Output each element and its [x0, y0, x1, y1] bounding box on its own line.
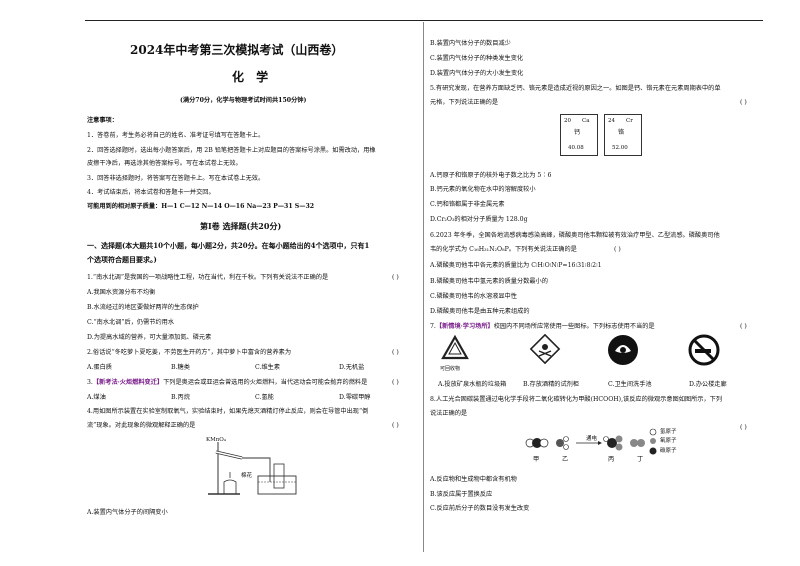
q5-stem: 元格，下列说法正确的是 — [430, 99, 499, 106]
q4-option-c: C.装置内气体分子的种类发生变化 — [430, 55, 524, 62]
q7-stem-line: 7.【新情境·学习场所】校园内不同场所应常使用一些图标。下列标志使用不当的是 — [430, 323, 655, 331]
figure-label-reagent: KMnO₄ — [206, 437, 226, 443]
q4-stem: 4.用如图所示装置在实验室制取氧气，实验结束时，如果先熄灭酒精灯停止反应，则会在… — [87, 408, 369, 415]
q6-option-b: B.磷酸奥司他韦中氢元素的质量分数最小的 — [430, 278, 548, 285]
reaction-diagram — [525, 435, 645, 451]
q6-option-d: D.磷酸奥司他韦是由五种元素组成的 — [430, 308, 530, 315]
cell-symbol: Ca — [582, 118, 590, 124]
atom-legend-icons — [649, 428, 657, 455]
q7-option-d: D.办公楼走廊 — [689, 381, 727, 388]
column-divider — [423, 22, 424, 552]
legend-hydrogen: 氢原子 — [660, 429, 677, 435]
q5-option-c: C.钙和铬都属于非金属元素 — [430, 201, 505, 208]
q6-stem: 韦的化学式为 C₁₆H₃₁N₂O₈P。下列有关说法正确的是 — [430, 246, 577, 253]
note-item: 皮擦干净后，再选涂其他答案标号。写在本试卷上无效。 — [87, 160, 242, 167]
cell-mass: 52.00 — [612, 145, 628, 151]
q3-stem-line: 3.【新考法·火炬燃料变迁】下列是奥运会或亚运会曾选用的火炬燃料，当代运动会可能… — [87, 379, 368, 386]
note-item: 3．回答非选择题时，将答案写在答题卡上。写在本试卷上无效。 — [87, 175, 265, 182]
q2-option-b: B.糖类 — [171, 364, 190, 371]
no-smoking-icon — [688, 334, 720, 366]
q1-option-c: C.“南水北调”后，仍需节约用水 — [87, 319, 175, 326]
q2-option-c: C.维生素 — [255, 364, 281, 371]
q6-option-c: C.磷酸奥司他韦的水溶液显中性 — [430, 293, 517, 300]
q4-option-a: A.装置内气体分子的间隔变小 — [87, 509, 168, 516]
q3-option-d: D.零碳甲醇 — [339, 394, 371, 401]
q1-option-d: D.为提高水域的营养，可大量添加氮、磷元素 — [87, 334, 212, 341]
section-intro: 一、选择题(本大题共10个小题，每小题2分，共20分。在每小题给出的4个选项中，… — [87, 241, 370, 250]
recycle-icon — [441, 334, 469, 360]
legend-oxygen: 氧原子 — [660, 438, 677, 444]
q3-stem: 下列是奥运会或亚运会曾选用的火炬燃料，当代运动会可能会抛弃的燃料是 — [163, 379, 368, 386]
q1-option-b: B.水流经过的地区要做好两岸的生态保护 — [87, 304, 199, 311]
q1-option-a: A.我国水资源分布不均衡 — [87, 289, 156, 296]
q4-answer-paren: ( ) — [392, 422, 399, 429]
q7-option-c: C.卫生间洗手池 — [608, 381, 652, 388]
atomic-masses: 可能用到的相对原子质量：H—1 C—12 N—14 O—16 Na—23 P—3… — [87, 203, 315, 210]
q6-option-a: A.磷酸奥司他韦中各元素的质量比为 C∶H∶O∶N∶P=16∶31∶8∶2∶1 — [430, 262, 602, 269]
oxygen-apparatus-figure — [208, 442, 297, 495]
q5-option-a: A.钙原子和铬原子的核外电子数之比为 5∶6 — [430, 172, 552, 179]
cell-number: 24 — [608, 118, 615, 124]
cell-mass: 40.08 — [568, 145, 584, 151]
recycle-caption: 可回收物 — [440, 366, 461, 372]
q2-answer-paren: ( ) — [392, 349, 399, 356]
note-item: 4．考试结束后，将本试卷和答题卡一并交回。 — [87, 189, 215, 196]
molecule-label: 丙 — [608, 456, 615, 463]
q1-stem: 1.“南水北调”是我国的一项战略性工程，功在当代，利在千秋。下列有关说法不正确的… — [87, 274, 329, 281]
q8-stem: 说法正确的是 — [430, 410, 468, 417]
q8-answer-paren: ( ) — [740, 424, 747, 431]
periodic-cell-chromium: 24 Cr 铬 52.00 — [604, 114, 642, 156]
toxic-hazard-icon — [529, 333, 561, 365]
q5-option-b: B.钙元素的氧化物在水中的溶解度较小 — [430, 186, 536, 193]
q4-stem: 流”现象。对此现象的微观解释正确的是 — [87, 422, 196, 429]
q7-stem: 校园内不同场所应常使用一些图标。下列标志使用不当的是 — [493, 323, 655, 330]
cell-number: 20 — [564, 118, 571, 124]
subject-title: 化 学 — [232, 70, 273, 84]
periodic-cell-calcium: 20 Ca 钙 40.08 — [560, 114, 598, 156]
molecule-label: 丁 — [637, 456, 644, 463]
notes-heading: 注意事项： — [87, 117, 118, 124]
figure-label-cotton: 棉花 — [241, 473, 253, 479]
q8-option-a: A.反应物和生成物中都含有机物 — [430, 476, 517, 483]
q3-tag: 【新考法·火炬燃料变迁】 — [92, 379, 164, 386]
q8-stem: 8.人工光合固碳装置通过电化学手段将二氧化碳转化为甲酸(HCOOH),该反应的微… — [430, 396, 723, 403]
q8-option-c: C.反应前后分子的数目没有发生改变 — [430, 505, 530, 512]
q5-option-d: D.Cr₂O₃的相对分子质量为 128.0g — [430, 216, 528, 223]
q7-option-a: A.投放矿泉水瓶的垃圾箱 — [438, 381, 507, 388]
q5-stem: 5.有研究发现，在营养方面缺乏钙、铬元素是造成近视的原因之一。如图是钙、铬元素在… — [430, 85, 721, 92]
water-saving-icon — [608, 335, 638, 365]
q3-option-a: A.煤油 — [87, 394, 106, 401]
q6-answer-paren: ( ) — [614, 246, 621, 253]
cell-name: 铬 — [618, 129, 625, 136]
cell-name: 钙 — [574, 129, 581, 136]
legend-carbon: 碳原子 — [660, 448, 677, 454]
q2-stem: 2.俗话说“冬吃萝卜夏吃姜，不劳医生开药方”，其中萝卜中富含的营养素为 — [87, 349, 292, 356]
note-item: 2．回答选择题时，选出每小题答案后，用 2B 铅笔把答题卡上对应题目的答案标号涂… — [87, 147, 376, 154]
q2-option-d: D.无机盐 — [339, 364, 365, 371]
molecule-label: 乙 — [562, 456, 569, 463]
q3-answer-paren: ( ) — [392, 379, 399, 386]
q7-answer-paren: ( ) — [740, 323, 747, 330]
q4-option-d: D.装置内气体分子的大小发生变化 — [430, 70, 524, 77]
q3-option-c: C.氢能 — [255, 394, 274, 401]
reaction-condition: 通电 — [586, 436, 598, 442]
q7-tag: 【新情境·学习场所】 — [435, 323, 494, 330]
top-rule — [85, 20, 763, 21]
exam-title: 2024年中考第三次模拟考试（山西卷） — [130, 43, 344, 57]
section-title: 第Ⅰ卷 选择题(共20分) — [200, 221, 282, 231]
molecule-label: 甲 — [533, 456, 540, 463]
q5-answer-paren: ( ) — [740, 99, 747, 106]
q6-stem: 6.2023 年冬季，全国各地流感病毒感染高峰，磷酸奥司他韦颗粒被有效治疗甲型、… — [430, 232, 720, 239]
q1-answer-paren: ( ) — [392, 274, 399, 281]
cell-symbol: Cr — [626, 118, 633, 124]
exam-meta: (满分70分，化学与物理考试时间共150分钟) — [180, 97, 307, 104]
section-intro: 个选项符合题目要求。) — [87, 255, 157, 264]
q3-option-b: B.丙烷 — [171, 394, 190, 401]
q8-option-b: B.该反应属于置换反应 — [430, 491, 493, 498]
q4-option-b: B.装置内气体分子的数目减少 — [430, 40, 511, 47]
q7-option-b: B.存放酒精的试剂柜 — [523, 381, 580, 388]
note-item: 1．答卷前，考生务必将自己的姓名、准考证号填写在答题卡上。 — [87, 132, 265, 139]
q2-option-a: A.蛋白质 — [87, 364, 112, 371]
q7-number: 7. — [430, 323, 436, 330]
